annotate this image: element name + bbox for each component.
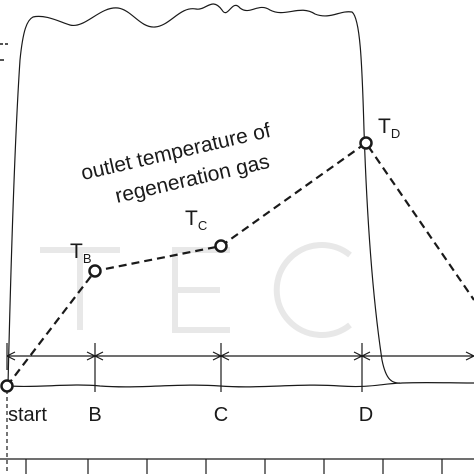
label-tc: TC — [185, 207, 207, 233]
point-start-marker — [0, 379, 14, 393]
baseline-curve — [7, 382, 401, 388]
point-b-marker — [88, 264, 102, 278]
label-tc-sub: C — [198, 218, 207, 233]
label-td-main: T — [378, 115, 391, 138]
stage-dimension-line — [6, 343, 474, 392]
label-tb-sub: B — [83, 251, 92, 266]
label-tc-main: T — [185, 207, 198, 230]
stage-label-c: C — [214, 404, 228, 426]
heating-profile-curve — [7, 3, 474, 386]
stage-label-start: start — [8, 404, 47, 426]
stage-label-d: D — [359, 404, 373, 426]
label-tb: TB — [70, 240, 92, 266]
label-tb-main: T — [70, 240, 83, 263]
label-td-sub: D — [391, 126, 400, 141]
label-td: TD — [378, 115, 400, 141]
bottom-axis — [0, 458, 474, 474]
point-c-marker — [214, 239, 228, 253]
point-d-marker — [359, 136, 373, 150]
stage-label-b: B — [88, 404, 101, 426]
